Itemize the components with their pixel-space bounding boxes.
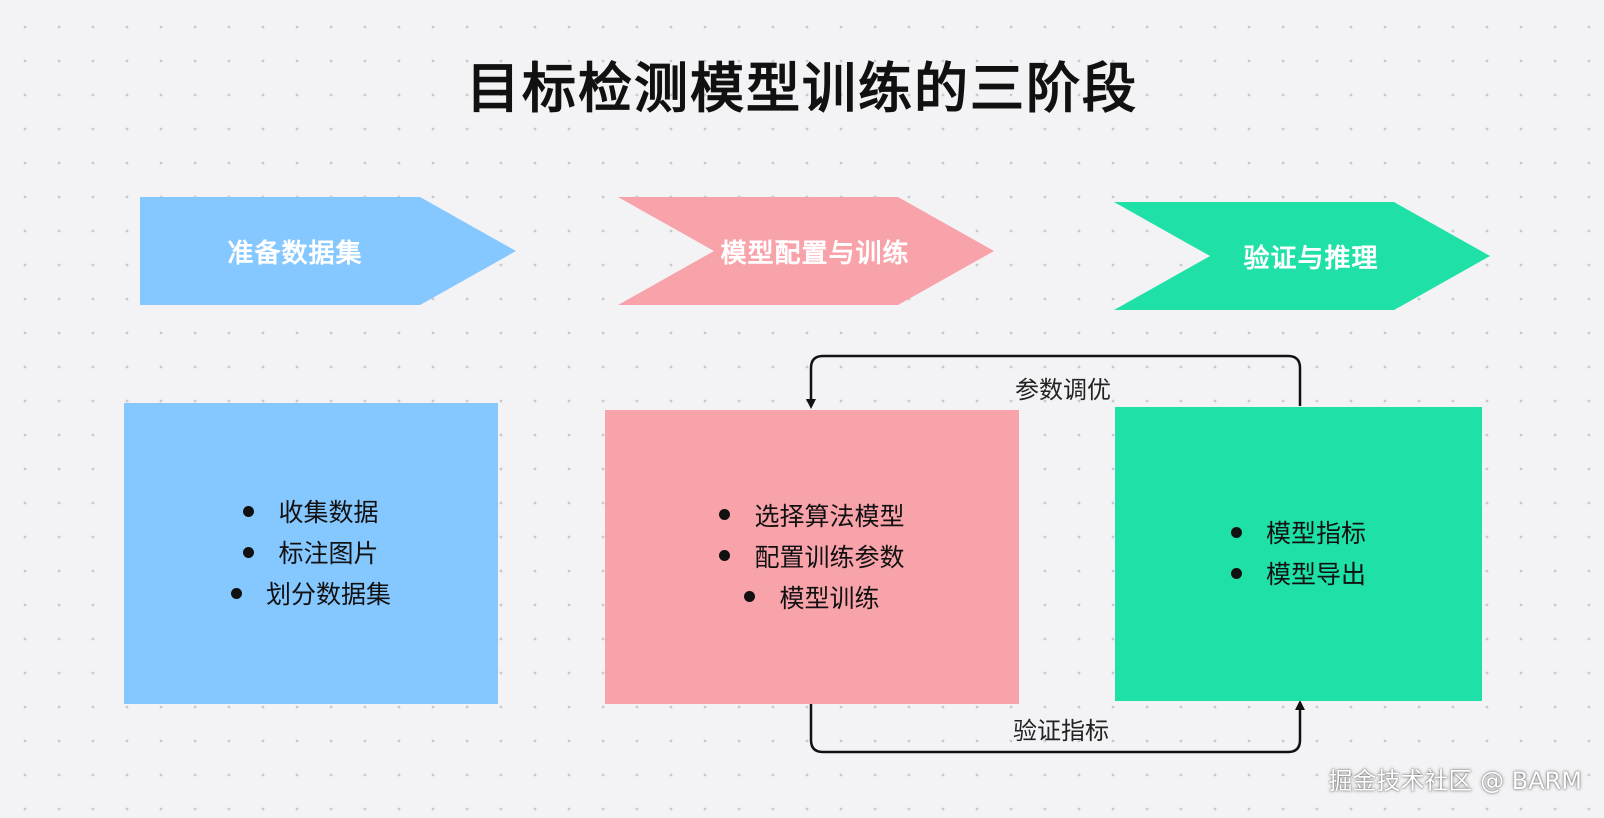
stage-3-list: 模型指标 模型导出 [1230, 513, 1366, 595]
stage-1-arrow-shape [140, 197, 516, 305]
stage-1-list: 收集数据 标注图片 划分数据集 [230, 492, 391, 615]
stage-3-box: 模型指标 模型导出 [1115, 407, 1482, 701]
stage-3-arrow-shape [1114, 202, 1490, 310]
bullet-icon [243, 546, 255, 558]
bullet-icon [230, 587, 242, 599]
stage-2-arrow-shape [618, 197, 994, 305]
stage-2-label: 模型配置与训练 [720, 238, 910, 269]
forward-connector-label: 验证指标 [1013, 717, 1109, 745]
stage-2-box: 选择算法模型 配置训练参数 模型训练 [605, 410, 1019, 704]
bullet-icon [1230, 567, 1242, 579]
list-item: 选择算法模型 [719, 496, 905, 537]
bullet-icon [1230, 526, 1242, 538]
list-item: 标注图片 [231, 533, 391, 574]
list-item: 划分数据集 [230, 574, 391, 615]
list-item: 模型导出 [1230, 554, 1366, 595]
stage-1-label: 准备数据集 [227, 238, 363, 269]
list-item: 收集数据 [231, 492, 391, 533]
bullet-icon [744, 591, 756, 602]
feedback-connector [806, 354, 1302, 409]
bullet-icon [243, 505, 255, 517]
forward-connector [809, 700, 1305, 754]
list-item: 配置训练参数 [719, 537, 905, 578]
bullet-icon [719, 550, 731, 561]
stage-1-box: 收集数据 标注图片 划分数据集 [124, 403, 498, 704]
bullet-icon [719, 509, 731, 520]
diagram-title: 目标检测模型训练的三阶段 [466, 57, 1138, 120]
stage-3-label: 验证与推理 [1243, 243, 1379, 274]
stage-1-header-arrow: 准备数据集 [140, 197, 516, 305]
list-item: 模型训练 [719, 578, 904, 619]
watermark: 掘金技术社区 @ BARM [1328, 767, 1582, 795]
stage-2-header-arrow: 模型配置与训练 [618, 197, 994, 305]
stage-3-header-arrow: 验证与推理 [1114, 202, 1490, 310]
stage-2-list: 选择算法模型 配置训练参数 模型训练 [719, 496, 905, 619]
list-item: 模型指标 [1230, 513, 1366, 554]
feedback-connector-label: 参数调优 [1015, 376, 1111, 404]
